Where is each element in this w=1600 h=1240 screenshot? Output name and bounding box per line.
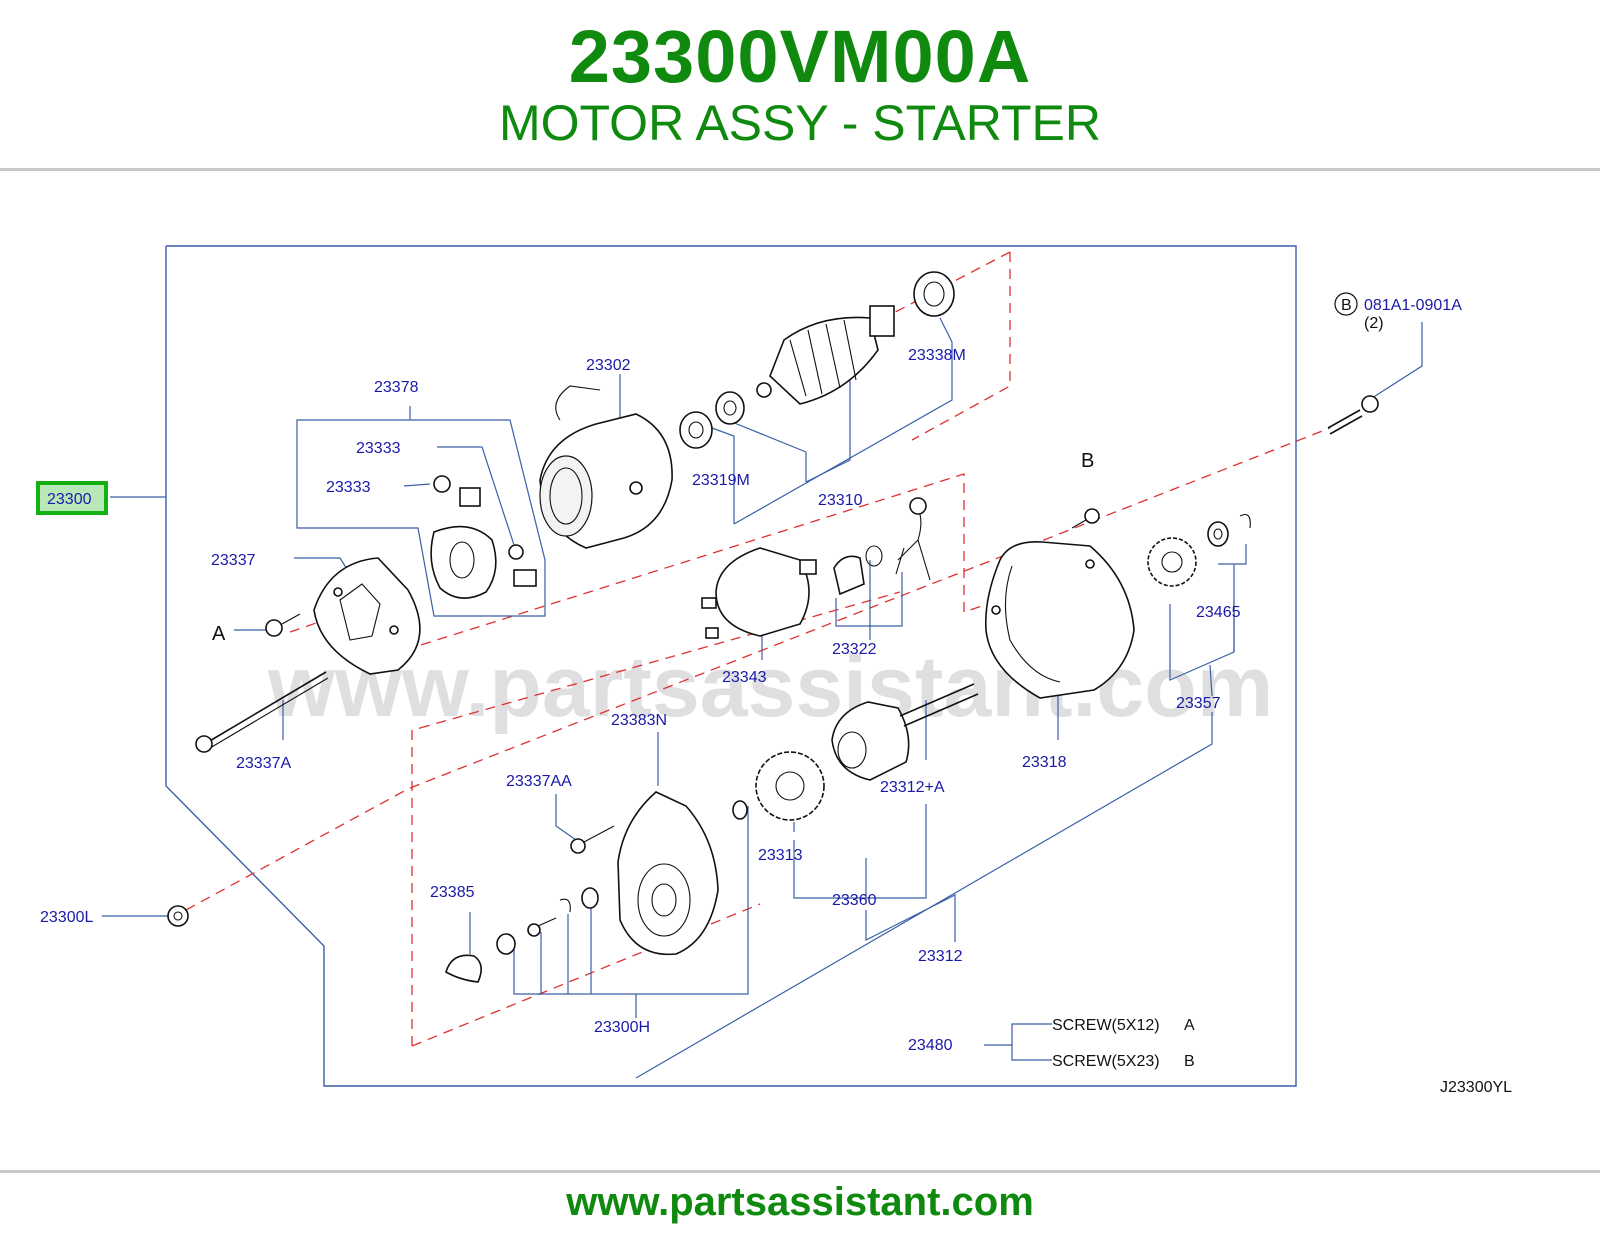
bolt-circle-letter: B (1341, 297, 1352, 314)
label-23319M[interactable]: 23319M (692, 472, 750, 489)
assembly-frame (165, 245, 1297, 1087)
part-bearing-23319M (679, 391, 745, 449)
part-cap-23385 (445, 954, 482, 983)
part-pinion-23465 (1147, 513, 1251, 587)
label-23318[interactable]: 23318 (1022, 754, 1067, 771)
part-end-frame-23337 (313, 557, 421, 675)
header: 23300VM00A MOTOR ASSY - STARTER (0, 0, 1600, 168)
part-gear-case-23318 (984, 541, 1135, 699)
label-screw-a: SCREW(5X12) (1052, 1017, 1160, 1034)
label-081A1-0901A[interactable]: 081A1-0901A (1364, 297, 1462, 314)
part-rear-cover-23383N (617, 791, 719, 956)
part-number-title: 23300VM00A (568, 15, 1032, 98)
highlight-box-23300[interactable] (36, 481, 108, 515)
label-23385[interactable]: 23385 (430, 884, 475, 901)
label-23378[interactable]: 23378 (374, 379, 419, 396)
part-bearing-23338M (913, 271, 955, 317)
diagram-code: J23300YL (1440, 1079, 1512, 1096)
part-through-bolt-23337A (195, 671, 329, 753)
label-23312[interactable]: 23312 (918, 948, 963, 965)
label-23337[interactable]: 23337 (211, 552, 256, 569)
part-clutch-23312A (831, 683, 979, 781)
axis-line-bottom (185, 789, 407, 911)
part-labels: 23300 23300L 23378 23333 23333 23302 233… (40, 292, 1512, 1096)
label-B: B (1081, 450, 1094, 472)
part-gear-23313 (755, 751, 825, 821)
label-23333-b[interactable]: 23333 (326, 479, 371, 496)
label-23302[interactable]: 23302 (586, 357, 631, 374)
bolt-circle-marker (1334, 292, 1358, 316)
top-divider (0, 168, 1600, 171)
phantom-lower (411, 727, 421, 1046)
part-lever-23322 (833, 497, 931, 596)
part-nut-23300L (167, 905, 189, 927)
phantom-lower-top (419, 591, 901, 729)
part-solenoid-23343 (701, 547, 817, 639)
part-yoke-23302 (539, 385, 673, 549)
label-23480[interactable]: 23480 (908, 1037, 953, 1054)
label-23465[interactable]: 23465 (1196, 604, 1241, 621)
label-23337A[interactable]: 23337A (236, 755, 291, 772)
label-screw-a-tag: A (1184, 1017, 1195, 1034)
part-washers-23300H (496, 800, 748, 955)
part-description: MOTOR ASSY - STARTER (499, 95, 1101, 151)
label-23343[interactable]: 23343 (722, 669, 767, 686)
leader-lines (102, 317, 1423, 1079)
label-screw-b-tag: B (1184, 1053, 1195, 1070)
label-23337AA[interactable]: 23337AA (506, 773, 572, 790)
footer-url[interactable]: www.partsassistant.com (566, 1180, 1034, 1224)
label-23312A[interactable]: 23312+A (880, 779, 945, 796)
bottom-divider (0, 1170, 1600, 1173)
part-brush-holder (430, 475, 537, 599)
label-23313[interactable]: 23313 (758, 847, 803, 864)
label-bolt-qty: (2) (1364, 315, 1384, 332)
label-23357[interactable]: 23357 (1176, 695, 1221, 712)
label-23383N[interactable]: 23383N (611, 712, 667, 729)
label-23300[interactable]: 23300 (47, 491, 92, 508)
label-23300L[interactable]: 23300L (40, 909, 93, 926)
label-23310[interactable]: 23310 (818, 492, 863, 509)
part-screw-B (1071, 508, 1100, 529)
label-23333-a[interactable]: 23333 (356, 440, 401, 457)
part-armature-23310 (756, 305, 895, 405)
part-bolt-081A1 (1327, 395, 1379, 435)
phantom-armature (911, 252, 1011, 441)
part-screw-A (265, 613, 301, 637)
part-bolt-23337AA (570, 825, 615, 854)
label-23300H[interactable]: 23300H (594, 1019, 650, 1036)
label-A: A (212, 623, 226, 645)
phantom-middle (404, 473, 1031, 651)
label-23360[interactable]: 23360 (832, 892, 877, 909)
label-23322[interactable]: 23322 (832, 641, 877, 658)
label-screw-b: SCREW(5X23) (1052, 1053, 1160, 1070)
label-23338M[interactable]: 23338M (908, 347, 966, 364)
